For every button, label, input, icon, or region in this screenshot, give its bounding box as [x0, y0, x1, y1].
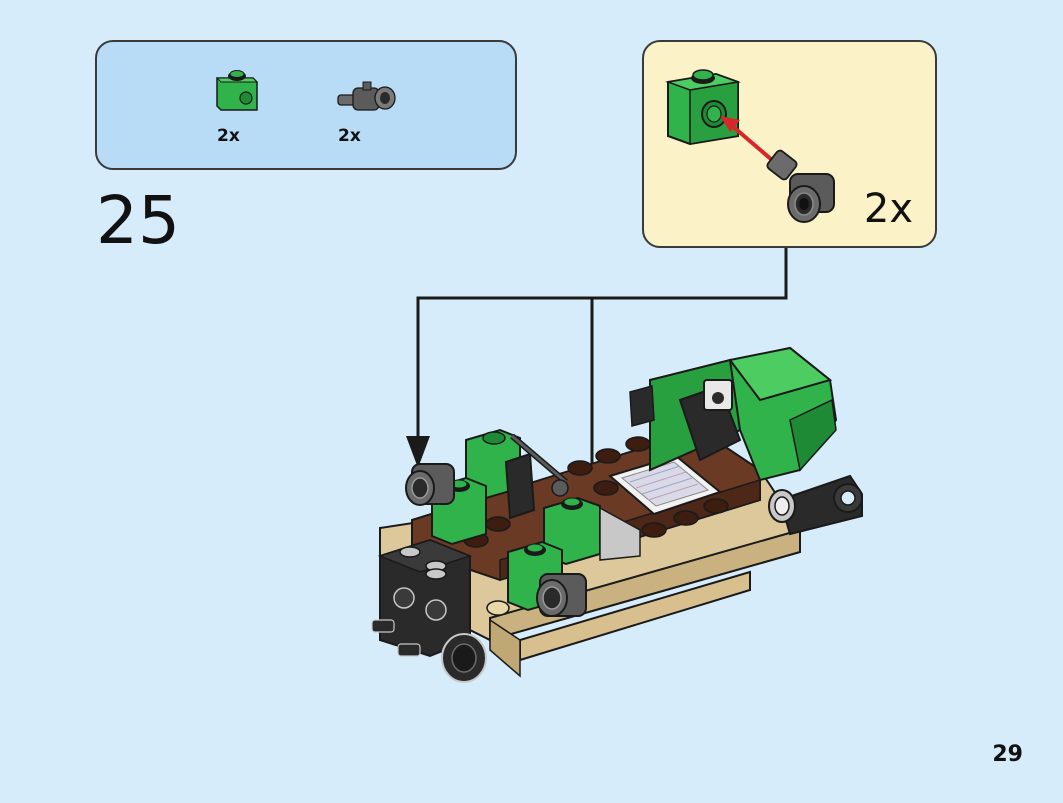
rear-axle-connector — [768, 474, 863, 536]
printed-tile — [607, 454, 723, 516]
black-front-block — [371, 538, 487, 683]
arrow-down-left-icon — [406, 436, 430, 468]
callout-green-brick-icon — [665, 69, 741, 146]
page-number: 29 — [992, 742, 1023, 767]
callout-connector-icon — [766, 149, 835, 223]
callout-multiplier: 2x — [863, 186, 913, 232]
part-count-connector: 2x — [338, 126, 361, 146]
sub-assembly-graphics — [665, 69, 835, 223]
green-brick-part-icon — [215, 70, 259, 111]
placed-connector-left — [405, 463, 455, 506]
green-cabin-block — [629, 346, 838, 482]
parts-list-panel: 2x 2x — [95, 40, 517, 170]
gray-connector-part-icon — [337, 81, 396, 111]
sub-assembly-callout: 2x — [642, 40, 937, 248]
tan-stud — [486, 600, 510, 616]
insertion-arrow-icon — [720, 116, 774, 162]
placed-connector-right — [536, 573, 587, 617]
step-number: 25 — [96, 182, 180, 259]
green-side-bricks — [431, 428, 641, 612]
parts-list-graphics — [215, 70, 396, 111]
part-count-green-brick: 2x — [217, 126, 240, 146]
seat-lever — [504, 433, 569, 520]
